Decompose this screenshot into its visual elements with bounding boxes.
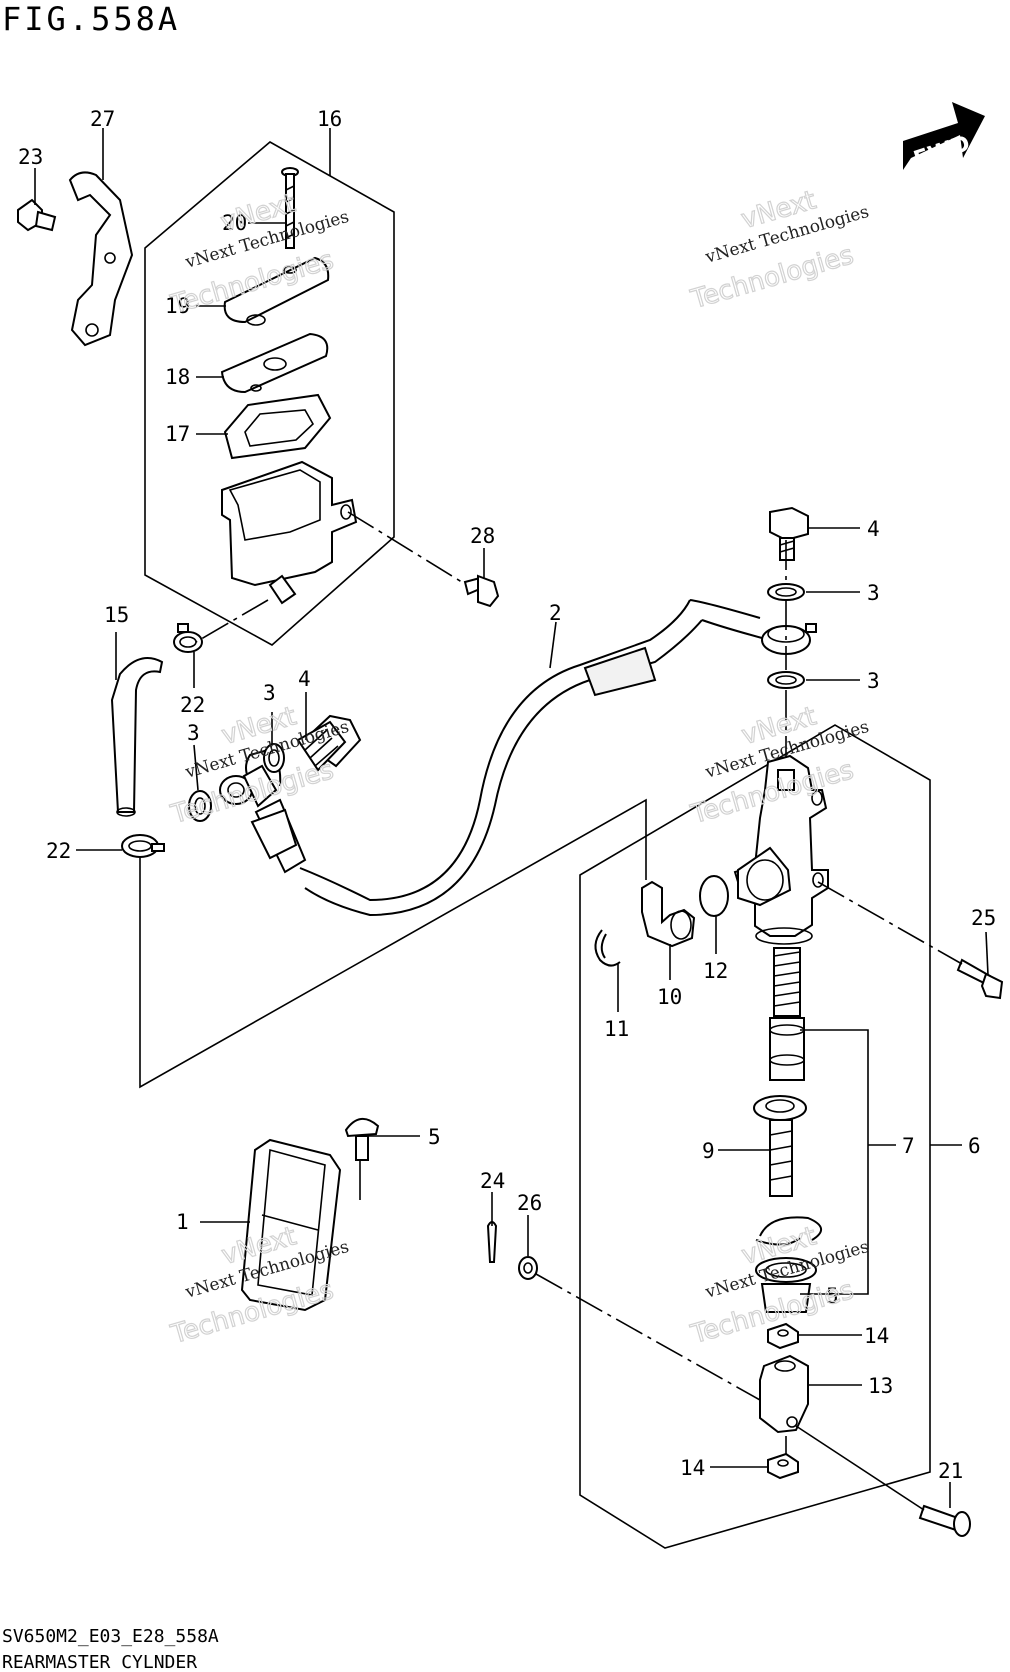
figure-title: FIG.558A <box>2 0 180 38</box>
hidden-lines <box>139 511 963 1511</box>
callout-3-left-a: 3 <box>263 681 276 705</box>
callout-25: 25 <box>971 906 996 930</box>
washer-part-3-d <box>188 790 212 822</box>
push-rod-part-9 <box>753 1095 807 1197</box>
circlip-kit-7 <box>755 1216 822 1246</box>
master-cylinder-kit-outline <box>579 724 931 1549</box>
hose-clamp-part-22-lower <box>121 834 165 858</box>
clevis-pin-part-21 <box>918 1504 971 1537</box>
callout-labels: 27 23 16 20 19 18 17 28 4 3 3 15 2 22 3 … <box>18 107 996 1483</box>
clevis-part-13 <box>759 1354 809 1434</box>
callout-9: 9 <box>702 1139 715 1163</box>
callout-27: 27 <box>90 107 115 131</box>
reservoir-hose-part-15 <box>110 657 164 817</box>
callout-4-left: 4 <box>298 667 311 691</box>
callout-10: 10 <box>657 985 682 1009</box>
hose-fitting-part-10 <box>641 880 696 948</box>
fwd-arrow-icon: FWD <box>903 102 985 173</box>
master-cylinder-body <box>733 754 829 945</box>
callout-22-upper: 22 <box>180 693 205 717</box>
callout-3-middle: 3 <box>867 669 880 693</box>
callout-28: 28 <box>470 524 495 548</box>
nut-part-14-lower <box>767 1452 799 1480</box>
washer-part-3-c <box>263 743 285 773</box>
callout-1: 1 <box>176 1210 189 1234</box>
plate-part-18 <box>220 332 329 394</box>
callout-11: 11 <box>604 1017 629 1041</box>
callout-22-lower: 22 <box>46 839 71 863</box>
diaphragm-part-17 <box>223 393 332 460</box>
callout-6: 6 <box>968 1134 981 1158</box>
nut-part-14-upper <box>767 1322 799 1350</box>
brake-hose-part-2 <box>245 599 817 917</box>
washer-part-3-a <box>767 583 805 601</box>
callout-3-upper: 3 <box>867 581 880 605</box>
callout-18: 18 <box>165 365 190 389</box>
bracket-part-27 <box>68 171 134 347</box>
callout-26: 26 <box>517 1191 542 1215</box>
figure-caption: REARMASTER CYLNDER <box>2 1652 197 1672</box>
leader-lines <box>34 128 989 1508</box>
callout-16: 16 <box>317 107 342 131</box>
banjo-bolt-part-4-left <box>296 714 362 772</box>
spring <box>773 947 801 1017</box>
callout-21: 21 <box>938 1459 963 1483</box>
callout-3-left-b: 3 <box>187 721 200 745</box>
callout-12: 12 <box>703 959 728 983</box>
callout-7: 7 <box>902 1134 915 1158</box>
o-ring-part-12 <box>699 875 729 917</box>
reservoir-body <box>221 460 358 605</box>
bolt-part-25 <box>956 958 1004 1000</box>
cover-part-1 <box>240 1138 342 1312</box>
cotter-pin-part-24 <box>486 1221 498 1263</box>
washer-part-3-b <box>767 671 805 689</box>
reservoir-kit-outline <box>144 141 395 646</box>
model-code: SV650M2_E03_E28_558A <box>2 1626 219 1647</box>
callout-15: 15 <box>104 603 129 627</box>
callout-17: 17 <box>165 422 190 446</box>
screw-part-5 <box>344 1118 380 1161</box>
piston <box>769 1017 805 1081</box>
callout-2: 2 <box>549 601 562 625</box>
callout-14-lower: 14 <box>680 1456 705 1480</box>
callout-13: 13 <box>868 1374 893 1398</box>
callout-23: 23 <box>18 145 43 169</box>
banjo-fitting-left <box>219 764 298 860</box>
callout-4-right: 4 <box>867 517 880 541</box>
callout-5-lower: 5 <box>826 1284 839 1308</box>
boot-part-5 <box>755 1257 817 1313</box>
callout-5-upper: 5 <box>428 1125 441 1149</box>
watermark-2: Technologies vNext vNext Technologies <box>687 185 872 316</box>
callout-19: 19 <box>165 294 190 318</box>
reservoir-cap-part-19 <box>223 256 330 326</box>
callout-24: 24 <box>480 1169 505 1193</box>
callout-14-upper: 14 <box>864 1324 889 1348</box>
circlip-part-11 <box>594 929 621 967</box>
hose-clamp-part-22-upper <box>173 623 203 653</box>
screw-part-20 <box>281 167 299 249</box>
bolt-part-23 <box>17 198 57 232</box>
callout-20: 20 <box>222 211 247 235</box>
banjo-bolt-part-4-right <box>769 506 809 561</box>
bolt-part-28 <box>463 574 500 608</box>
washer-part-26 <box>518 1256 538 1280</box>
